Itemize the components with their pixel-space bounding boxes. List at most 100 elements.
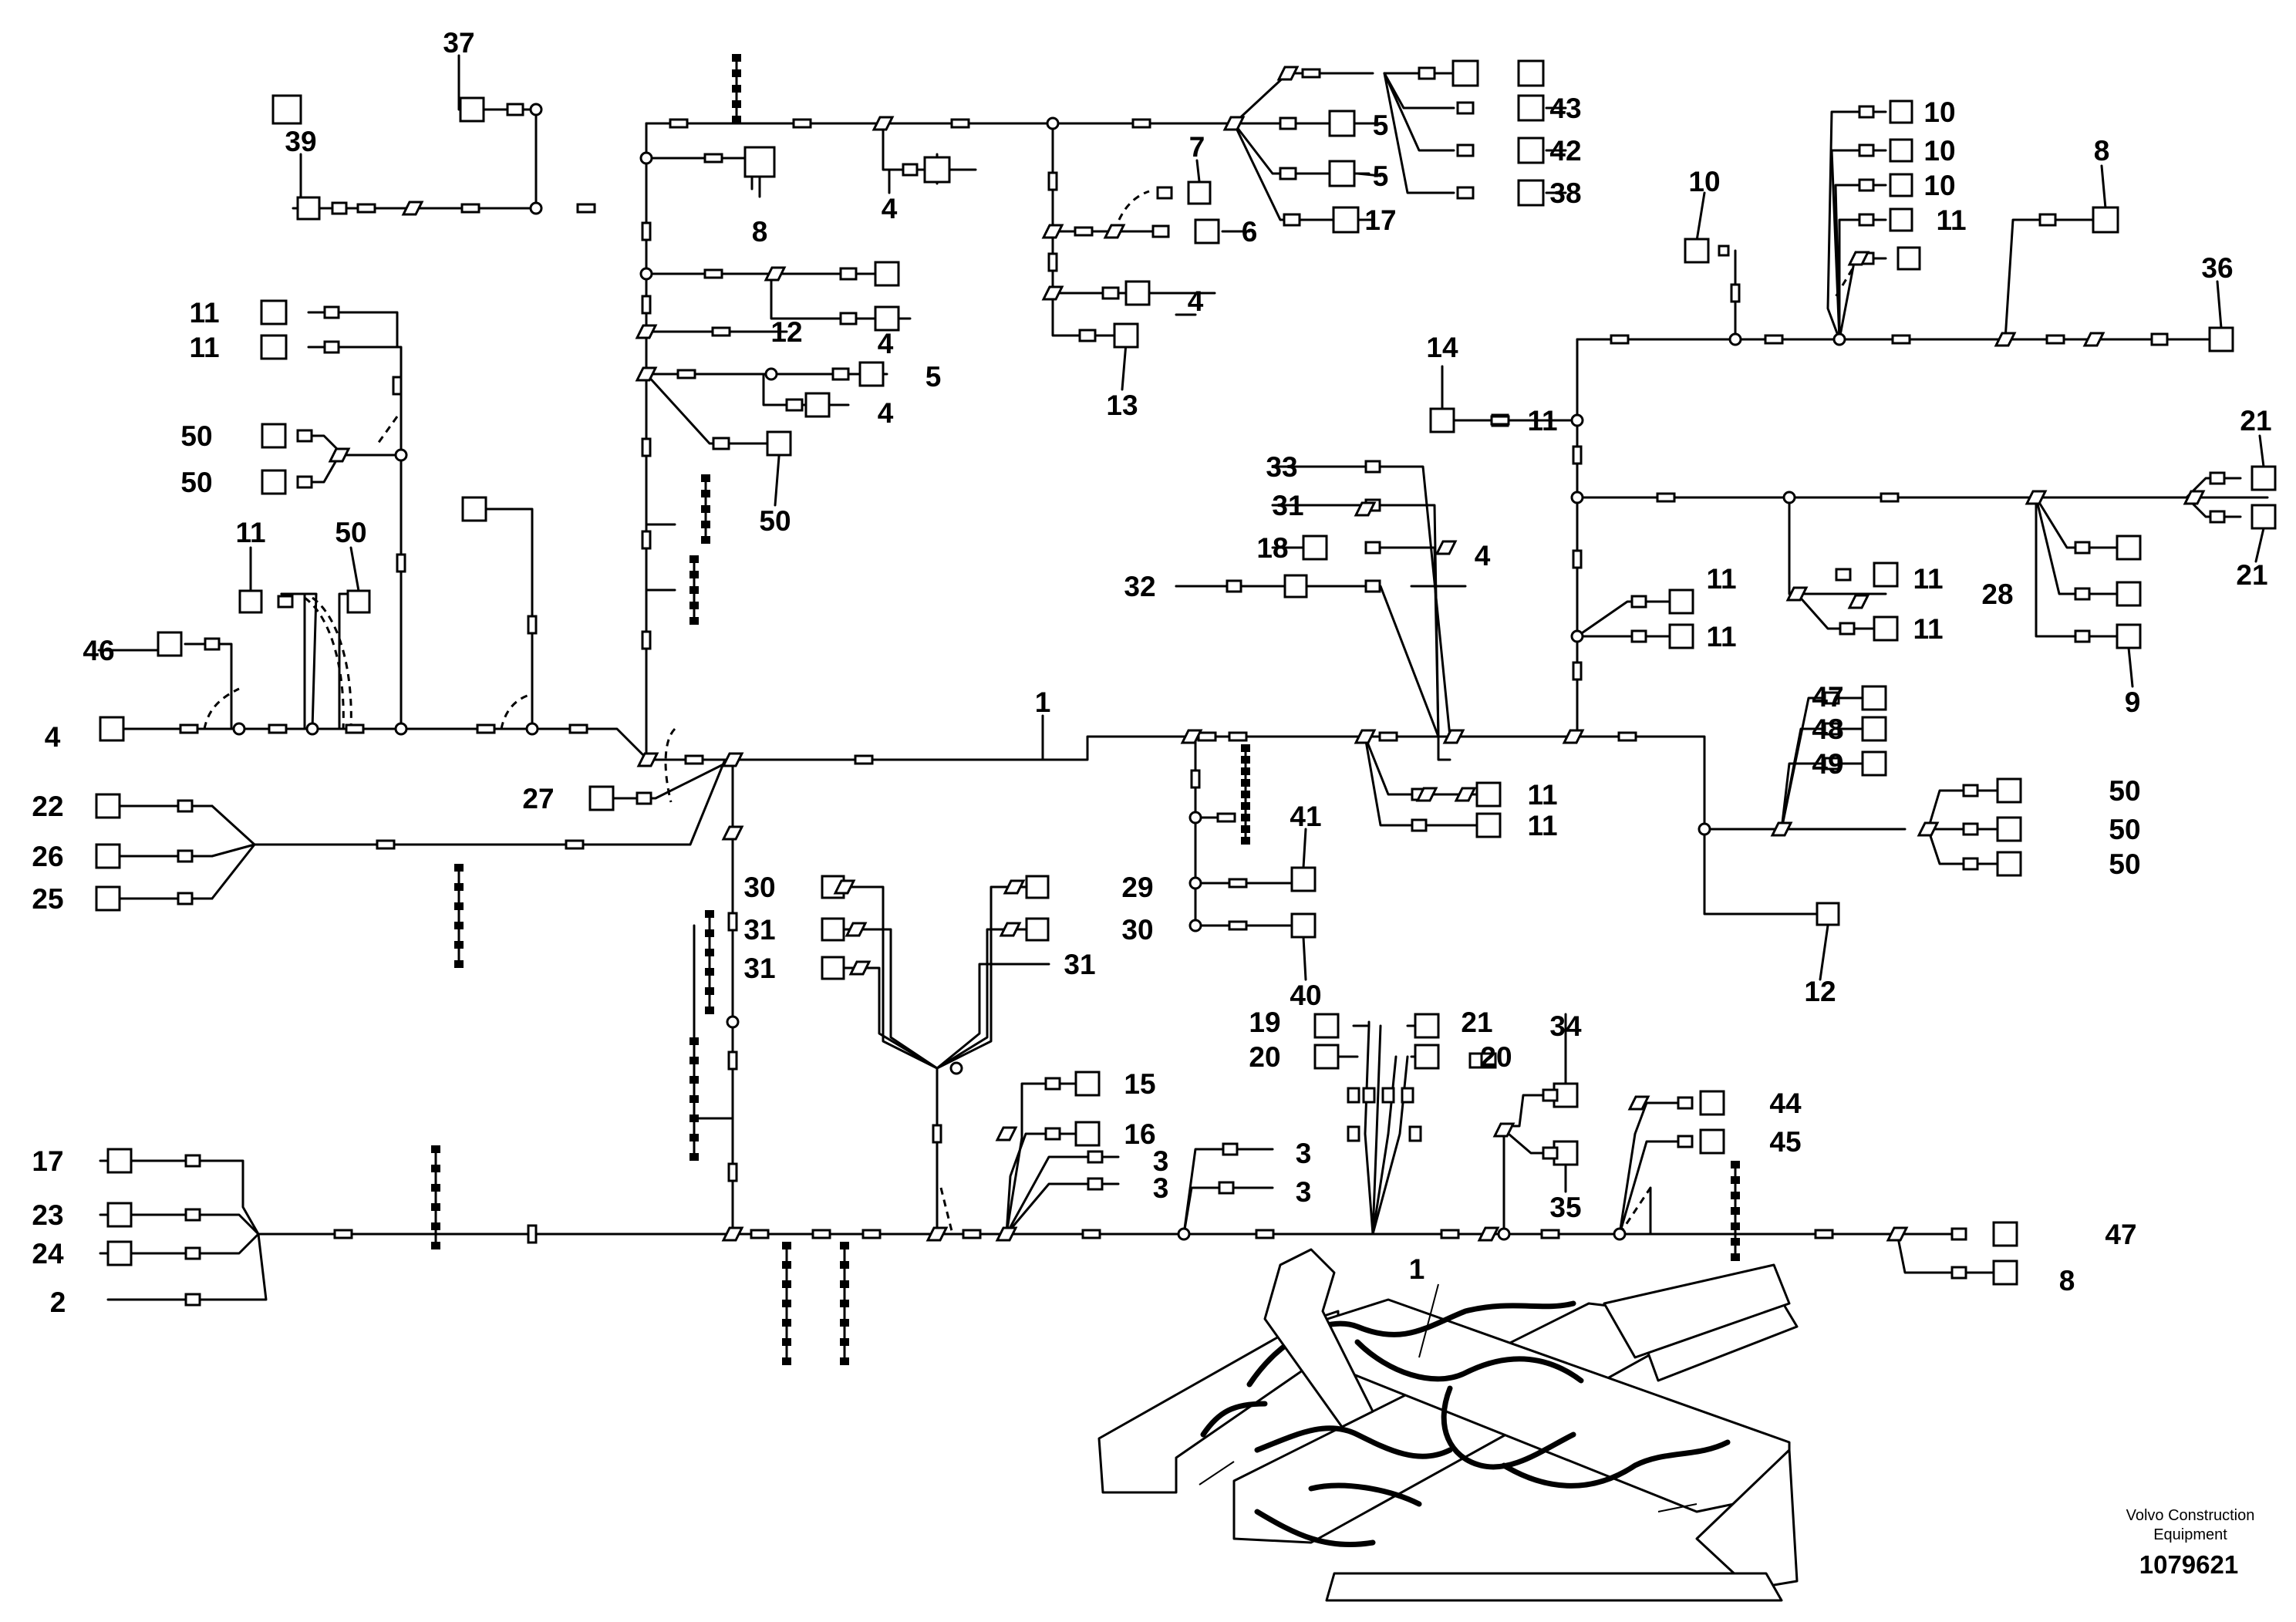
connector-box [1401, 1087, 1414, 1104]
callout-label: 11 [1527, 779, 1557, 811]
inline-connector [721, 1226, 744, 1242]
connector-box [95, 885, 121, 912]
machine-cable [1254, 1509, 1376, 1548]
harness-clip [1731, 1253, 1740, 1261]
inline-connector [721, 752, 744, 767]
inline-connector [2025, 490, 2048, 505]
wire-splice [854, 754, 874, 765]
wire-splice [333, 1229, 353, 1239]
wire-segment [1703, 828, 1829, 916]
connector-box [1962, 822, 1979, 836]
connector-box [1996, 777, 2022, 804]
callout-label: 5 [925, 361, 942, 393]
harness-clip [840, 1280, 849, 1288]
connector-box [2209, 471, 2226, 485]
wire-segment [592, 758, 734, 800]
wire-splice [396, 553, 406, 573]
connector-box [2250, 465, 2277, 491]
junction-node [529, 201, 543, 215]
harness-clip [732, 69, 741, 77]
wire-splice [1301, 68, 1321, 79]
callout-label: 50 [180, 467, 212, 498]
machine-detail [1657, 1503, 1698, 1512]
wire-splice [1490, 415, 1510, 426]
wire-segment [831, 885, 939, 1070]
inline-connector [1847, 594, 1870, 609]
wire-segment [1371, 546, 1440, 738]
harness-clip [840, 1338, 849, 1346]
connector-box [1124, 280, 1151, 306]
wire-segment [1364, 1024, 1374, 1236]
connector-box [2209, 510, 2226, 524]
callout-label: 38 [1549, 177, 1581, 209]
harness-clip [1731, 1222, 1740, 1230]
wire-segment [1502, 1094, 1552, 1236]
wire-splice [356, 203, 376, 214]
callout-label: 5 [1373, 110, 1389, 141]
inline-connector [401, 201, 424, 216]
callout-label: 50 [335, 517, 366, 548]
harness-clip [782, 1300, 791, 1307]
connector-box [1861, 716, 1887, 742]
inline-connector [1222, 116, 1246, 131]
connector-box [1950, 1227, 1967, 1241]
connector-box [2116, 581, 2142, 607]
inline-connector [1477, 1226, 1500, 1242]
callout-label: 11 [1913, 613, 1943, 645]
junction-node [1613, 1227, 1627, 1241]
leader-line [1418, 1283, 1439, 1358]
leader-line [774, 455, 781, 507]
wire-segment [645, 157, 754, 191]
harness-clip [689, 1095, 699, 1103]
inline-connector [995, 1226, 1018, 1242]
connector-box [271, 94, 302, 125]
connector-box [99, 716, 125, 742]
wire-segment [280, 592, 318, 730]
callout-label: 50 [180, 420, 212, 452]
wire-segment [831, 928, 939, 1070]
wire-splice [1378, 731, 1398, 742]
callout-label: 17 [1364, 204, 1396, 236]
connector-box [1414, 1044, 1440, 1070]
callout-label: 23 [32, 1199, 63, 1231]
wire-segment [1780, 727, 1868, 831]
harness-clip [431, 1203, 440, 1211]
connector-box [1835, 568, 1852, 582]
harness-clip [1731, 1192, 1740, 1199]
harness-clip [454, 864, 464, 872]
inline-connector [1785, 586, 1809, 602]
wire-splice [1540, 1229, 1560, 1239]
harness-clip [431, 1165, 440, 1172]
harness-clip [1241, 814, 1250, 821]
inline-connector [2183, 490, 2206, 505]
harness-clip [454, 941, 464, 949]
connector-box [1480, 1052, 1497, 1069]
wire-segment [2004, 218, 2107, 341]
wire-segment [106, 1233, 268, 1301]
callout-label: 3 [1296, 1138, 1312, 1169]
connector-box [1194, 218, 1220, 244]
harness-clip [689, 1076, 699, 1084]
callout-label: 11 [1527, 405, 1557, 437]
leader-line [1195, 159, 1201, 183]
leader-line [2100, 164, 2107, 210]
machine-cable [1501, 1439, 1731, 1489]
wire-segment [280, 592, 306, 730]
inline-connector [1442, 729, 1465, 744]
connector-box [296, 429, 313, 443]
machine-detail [1199, 1461, 1235, 1485]
callout-label: 40 [1290, 980, 1321, 1011]
harness-clip [840, 1242, 849, 1249]
connector-box [1151, 224, 1170, 238]
dashed-link [203, 687, 240, 730]
junction-node [1570, 413, 1584, 427]
harness-clip [689, 617, 699, 625]
harness-clip [732, 116, 741, 123]
junction-node [1570, 629, 1584, 643]
inline-connector [925, 1226, 949, 1242]
leader-line [349, 546, 360, 592]
leader-line [2254, 527, 2265, 563]
wire-segment [253, 758, 727, 846]
inline-connector [1354, 501, 1377, 517]
connector-box [1364, 541, 1381, 555]
